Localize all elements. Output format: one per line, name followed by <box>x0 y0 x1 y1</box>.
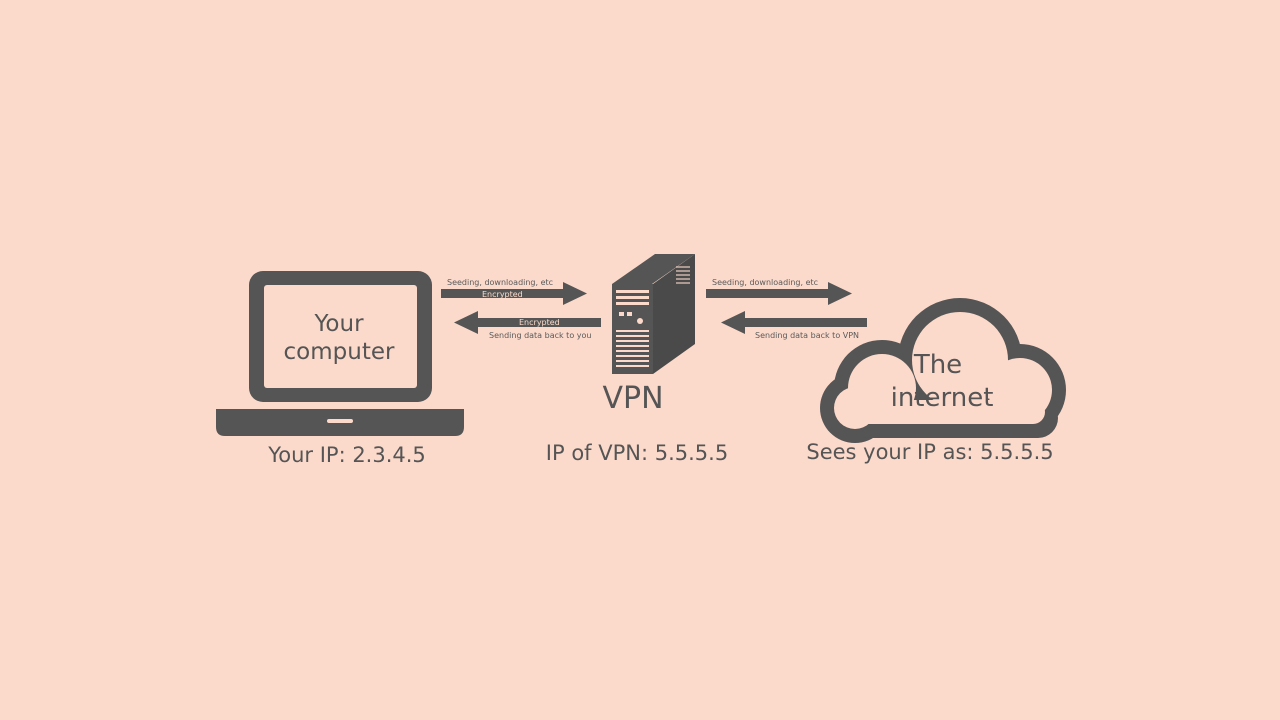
cloud-icon <box>820 298 1066 443</box>
arrow-vpn-to-internet <box>706 282 852 305</box>
arrow-laptop-to-vpn-encrypted-text: Encrypted <box>482 290 523 299</box>
internet-label-line2: internet <box>891 383 994 413</box>
laptop-ip-caption: Your IP: 2.3.4.5 <box>268 443 426 467</box>
internet-ip-caption: Sees your IP as: 5.5.5.5 <box>806 440 1054 464</box>
laptop-label-line1: Your <box>313 311 364 337</box>
arrow-vpn-to-internet-top-text: Seeding, downloading, etc <box>712 278 818 287</box>
vpn-label: VPN <box>602 381 663 416</box>
server-icon <box>612 254 695 374</box>
vpn-ip-caption: IP of VPN: 5.5.5.5 <box>545 441 729 465</box>
arrow-internet-to-vpn <box>721 311 867 334</box>
arrow-internet-to-vpn-bottom-text: Sending data back to VPN <box>755 331 859 340</box>
arrow-laptop-to-vpn-top-text: Seeding, downloading, etc <box>447 278 553 287</box>
laptop-icon <box>216 271 464 436</box>
laptop-label-line2: computer <box>284 339 395 365</box>
arrow-vpn-to-laptop-encrypted-text: Encrypted <box>519 318 560 327</box>
internet-label-line1: The <box>913 350 962 380</box>
arrow-vpn-to-laptop <box>454 311 601 334</box>
arrow-vpn-to-laptop-bottom-text: Sending data back to you <box>489 331 591 340</box>
arrow-laptop-to-vpn <box>441 282 587 305</box>
